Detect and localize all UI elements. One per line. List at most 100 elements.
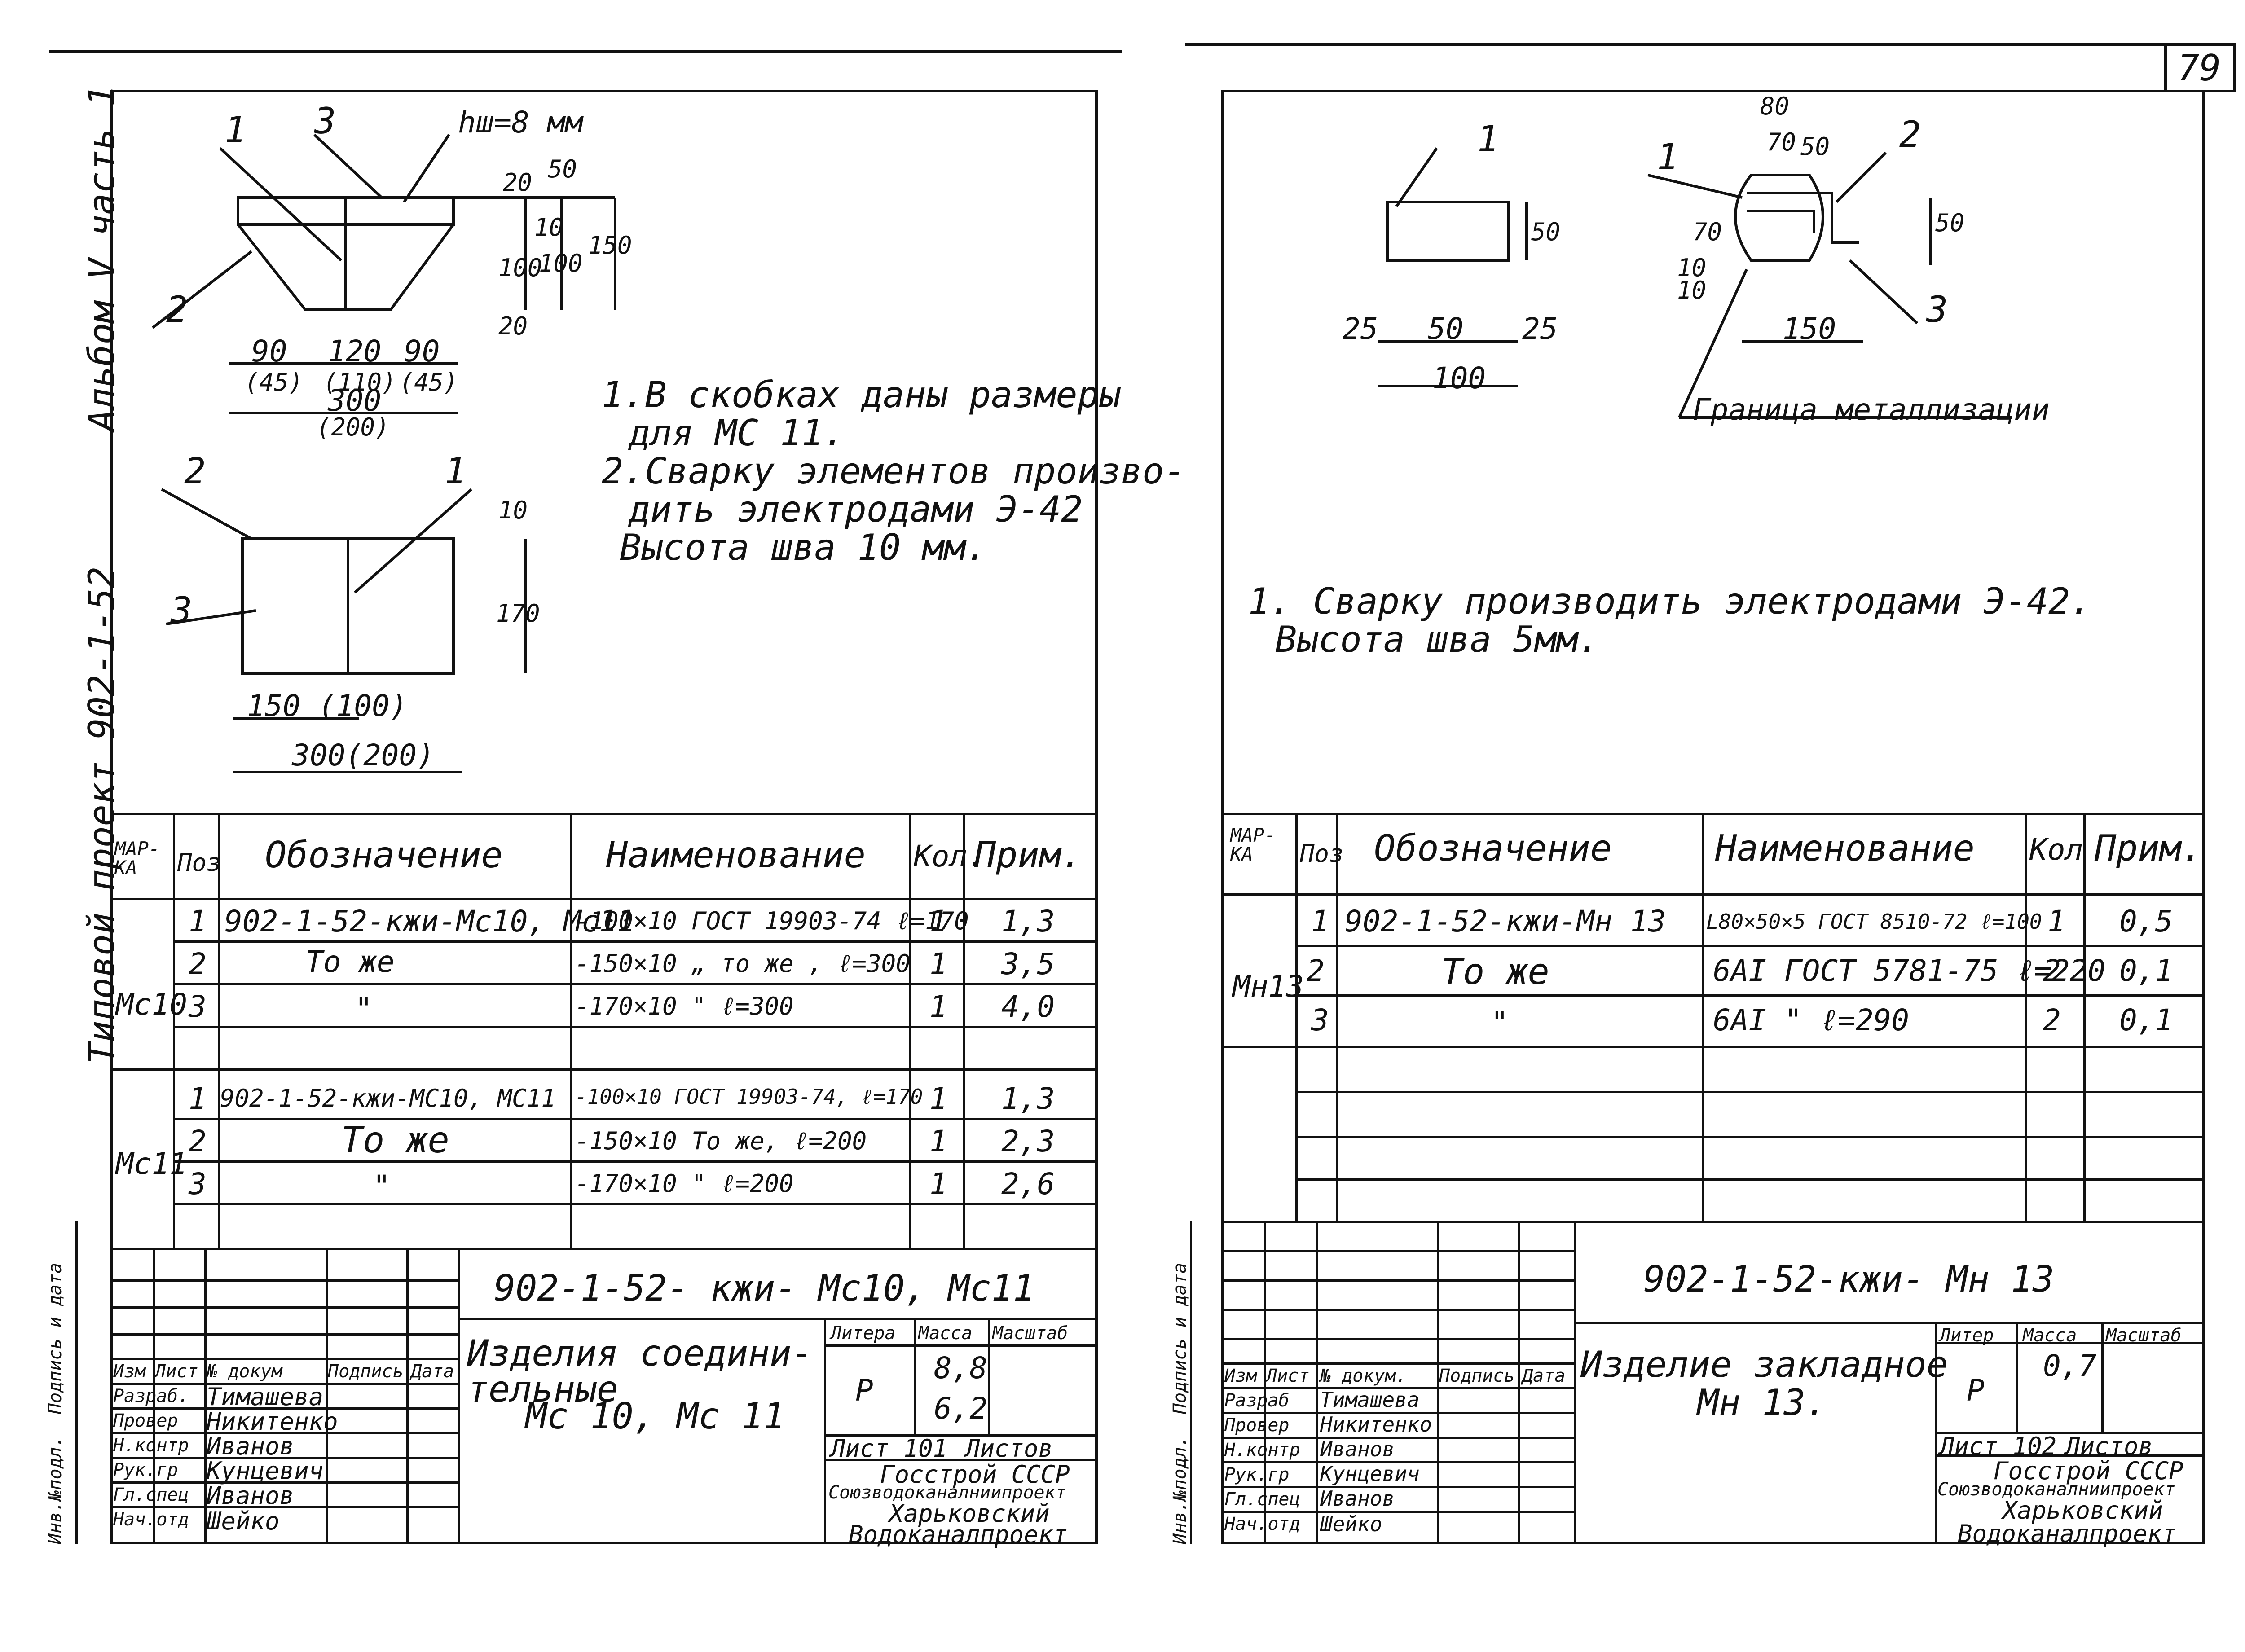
right-r1-name: L80×50×5 ГОСТ 8510-72 ℓ=100 [1706, 909, 2042, 934]
right-th-qty: Кол [2029, 832, 2083, 867]
right-th-note: Прим. [2095, 827, 2203, 869]
left-row-line [173, 1026, 1098, 1028]
left-group-line [110, 1068, 1098, 1071]
left-label-1: 1 [224, 109, 247, 151]
right-col-list: Лист [1266, 1366, 1310, 1386]
dim-170: 170 [496, 599, 540, 628]
left-r4-note: 1,3 [1001, 1081, 1055, 1116]
left-row-line [173, 940, 1098, 943]
right-col-5 [2083, 813, 2086, 1221]
left-r2-pos: 2 [189, 947, 207, 981]
left-mark-mc11: Мс11 [116, 1147, 187, 1181]
left-r2-note: 3,5 [1001, 947, 1055, 981]
right-col-sign: Подпись [1439, 1366, 1515, 1386]
page-number: 79 [2178, 47, 2221, 89]
left-stamp-subtitle: Мс 10, Мс 11 [525, 1395, 785, 1437]
left-label-3b: 3 [171, 589, 193, 631]
tb-line [110, 1432, 458, 1434]
right-dim-10a: 10 [1677, 254, 1707, 282]
side-stamp-frame [75, 1221, 78, 1544]
right-dim-70: 70 [1767, 128, 1796, 156]
dim-200: (200) [317, 413, 390, 441]
right-liter-label: Литер [1940, 1325, 1994, 1346]
left-row-line [173, 983, 1098, 985]
left-org-2: Союзводоканалниипроект [828, 1482, 1066, 1503]
left-r2-qty: 1 [929, 947, 947, 981]
tb-line [204, 1248, 207, 1544]
right-dim-50d: 50 [1935, 209, 1965, 237]
left-org-3: Харьковский [889, 1499, 1050, 1528]
left-r6-note: 2,6 [1001, 1167, 1055, 1201]
tb-line [1221, 1362, 1574, 1365]
left-stamp-code: 902-1-52- кжи- Мс10, Мс11 [494, 1267, 1035, 1309]
left-col-doc: № докум [207, 1361, 282, 1382]
right-person-4: Кунцевич [1320, 1462, 1420, 1486]
left-stamp-title: Изделия соедини-тельные [467, 1332, 813, 1410]
right-table-top [1221, 813, 2205, 815]
left-mass-label: Масса [918, 1323, 973, 1344]
tb-line [110, 1506, 458, 1508]
tb-line [1935, 1454, 2205, 1457]
right-row-line [1295, 945, 2205, 947]
top-rule-left [49, 50, 1122, 53]
right-role-6: Нач.отд [1224, 1514, 1300, 1534]
left-r1-pos: 1 [189, 904, 207, 939]
tb-line [1518, 1221, 1520, 1544]
right-person-1: Тимашева [1320, 1388, 1420, 1412]
tb-line [110, 1481, 458, 1484]
left-note-1: 1.В скобках даны размеры [602, 374, 1121, 416]
left-sheet-no: Лист 101 [831, 1434, 948, 1463]
right-org-2: Союзводоканалниипроект [1937, 1479, 2175, 1500]
right-dim-50a: 50 [1531, 218, 1561, 246]
left-person-1: Тимашева [207, 1383, 324, 1411]
left-r4-qty: 1 [929, 1081, 947, 1116]
left-r6-name: -170×10 " ℓ=200 [575, 1169, 794, 1198]
right-r2-name: 6АI ГОСТ 5781-75 ℓ=220 [1713, 953, 2106, 988]
dim-10: 10 [534, 213, 564, 242]
left-r3-des: " [355, 992, 373, 1026]
dim-300: 300 [328, 383, 382, 418]
right-row-line [1295, 1178, 2205, 1181]
left-r5-des: То же [341, 1119, 449, 1161]
tb-line [1221, 1437, 1574, 1439]
right-role-1: Разраб [1224, 1390, 1290, 1411]
tb-line [1935, 1432, 2205, 1434]
right-sheets-label: Листов [2065, 1432, 2153, 1460]
right-stamp-title: Изделие закладное [1580, 1344, 1948, 1385]
left-mark-mc10: Мс10 [116, 987, 187, 1022]
tb-line [153, 1248, 155, 1544]
dim-120: 120 [328, 334, 382, 369]
right-stamp-subtitle: Мн 13. [1697, 1382, 1827, 1424]
dim-150: 150 [588, 231, 632, 259]
left-role-6: Нач.отд [113, 1509, 189, 1530]
right-dim-25a: 25 [1343, 312, 1378, 346]
right-row-line [1295, 1136, 2205, 1138]
right-dim-50c: 50 [1800, 132, 1830, 161]
tb-line [1316, 1221, 1318, 1544]
left-r5-qty: 1 [929, 1124, 947, 1159]
tb-line [1574, 1322, 2205, 1324]
right-label-2: 2 [1899, 114, 1921, 155]
right-mark-mn13: Мн13 [1233, 969, 1304, 1004]
right-col-1 [1295, 813, 1298, 1221]
right-label-3: 3 [1926, 289, 1948, 330]
dim-100a: 100 [498, 254, 542, 282]
right-person-6: Шейко [1320, 1512, 1382, 1536]
left-r1-des: 902-1-52-кжи-Мс10, Мс11 [224, 904, 635, 939]
right-th-name: Наименование [1715, 827, 1975, 869]
left-r2-name: -150×10 „ то же , ℓ=300 [575, 949, 911, 978]
dim-300-200: 300(200) [292, 738, 435, 773]
left-mass-2: 6,2 [934, 1391, 988, 1426]
left-r5-note: 2,3 [1001, 1124, 1055, 1159]
right-scale-label: Масштаб [2106, 1325, 2182, 1346]
tb-line [326, 1248, 328, 1544]
left-note-4: дить электродами Э-42 [629, 488, 1083, 530]
left-col-1 [173, 813, 175, 1248]
left-col-2 [218, 813, 220, 1248]
left-row-line [173, 1160, 1098, 1163]
left-note-3: 2.Сварку элементов произво- [602, 450, 1186, 492]
tb-line [406, 1248, 409, 1544]
tb-line [824, 1459, 1098, 1461]
tb-line [2101, 1322, 2104, 1432]
left-r1-name: -100×10 ГОСТ 19903-74 ℓ=170 [575, 907, 969, 935]
